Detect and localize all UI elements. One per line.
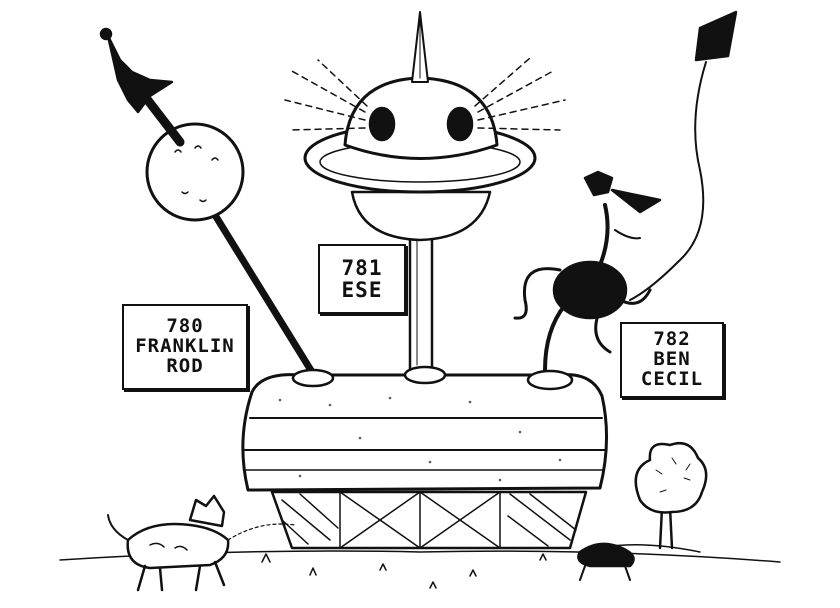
sign-line: CECIL [640,367,704,390]
kite-icon [629,10,738,301]
tree-icon [599,441,708,553]
dog-icon [107,494,296,592]
sign-number: 781 [341,255,383,280]
small-animal-icon [577,542,635,581]
sign-line: BEN [653,348,691,371]
sign-781-ese: 781 ESE [318,244,406,314]
sign-line: ROD [166,354,204,377]
creature-icon [513,170,662,372]
lightning-rod-icon [99,27,316,376]
sign-line: ESE [341,278,383,302]
sign-780-franklin-rod: 780 FRANKLIN ROD [122,304,248,390]
sign-782-ben-cecil: 782 BEN CECIL [620,322,724,398]
sign-line: FRANKLIN [135,335,235,358]
sign-number: 780 [166,315,204,338]
grass-tufts [261,553,547,589]
flying-saucer-icon [284,11,566,374]
sign-number: 782 [653,328,691,351]
building-icon [241,365,608,550]
